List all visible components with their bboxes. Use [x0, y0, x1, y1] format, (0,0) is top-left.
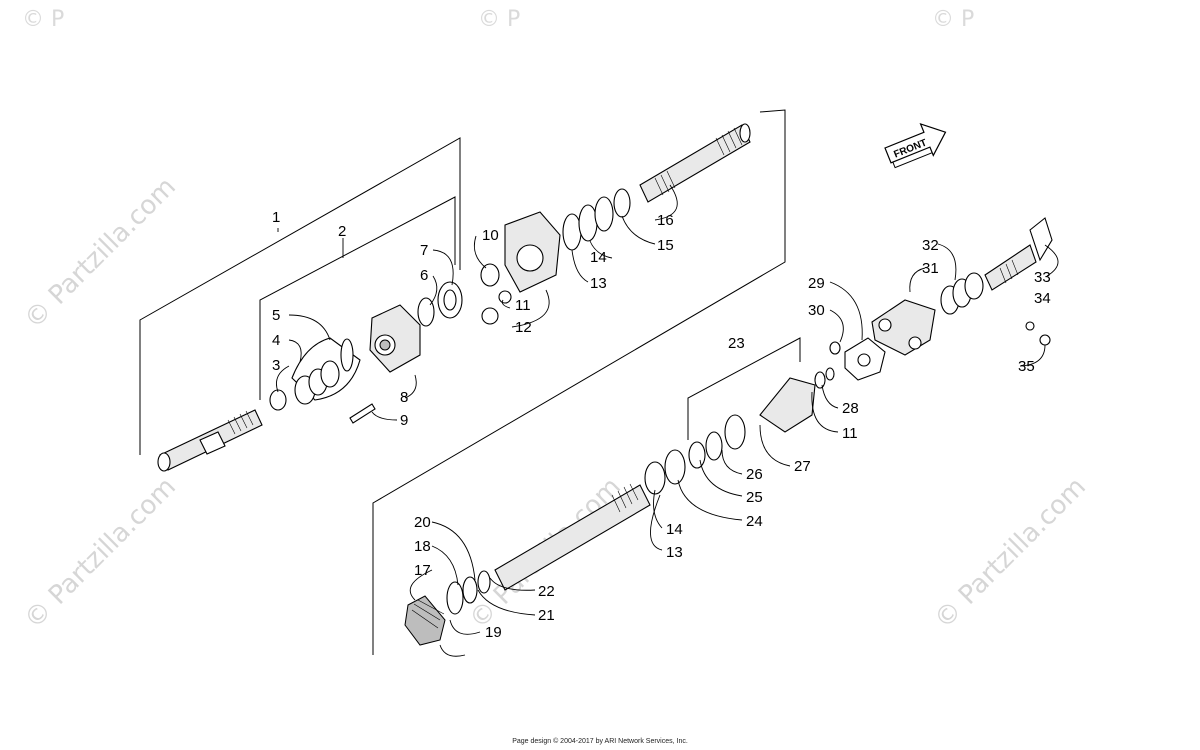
page-footer: Page design © 2004-2017 by ARI Network S… — [512, 738, 688, 745]
callout-2: 2 — [338, 223, 346, 240]
callout-11-lower: 11 — [842, 425, 858, 442]
callout-11-upper: 11 — [515, 297, 531, 314]
callout-4: 4 — [272, 332, 280, 349]
callout-34: 34 — [1034, 290, 1051, 307]
watermark-top-center: © P — [478, 7, 520, 32]
callout-10: 10 — [482, 227, 499, 244]
callout-18: 18 — [414, 538, 431, 555]
lower-shaft-assembly — [404, 217, 1053, 657]
callout-25: 25 — [746, 489, 763, 506]
callout-29: 29 — [808, 275, 825, 292]
callout-6: 6 — [420, 267, 428, 284]
group-frames — [139, 109, 801, 655]
callout-8: 8 — [400, 389, 408, 406]
callout-14-lower: 14 — [666, 521, 683, 538]
callout-20: 20 — [414, 514, 431, 531]
callout-15: 15 — [657, 237, 674, 254]
callout-35: 35 — [1018, 358, 1035, 375]
callout-26: 26 — [746, 466, 763, 483]
callout-24: 24 — [746, 513, 763, 530]
leader-lines — [275, 184, 1059, 635]
callout-28: 28 — [842, 400, 859, 417]
watermark-low-right: © Partzilla.com — [929, 472, 1092, 635]
callout-5: 5 — [272, 307, 280, 324]
callout-12: 12 — [515, 319, 532, 336]
callout-23: 23 — [728, 335, 745, 352]
callout-30: 30 — [808, 302, 825, 319]
upper-shaft-assembly — [157, 123, 751, 472]
callout-13-lower: 13 — [666, 544, 683, 561]
callout-14-upper: 14 — [590, 249, 607, 266]
callout-19: 19 — [485, 624, 502, 641]
callout-32: 32 — [922, 237, 939, 254]
callout-22: 22 — [538, 583, 555, 600]
front-arrow-icon: FRONT — [884, 122, 947, 169]
callout-13-upper: 13 — [590, 275, 607, 292]
callout-1: 1 — [272, 209, 280, 226]
callout-labels: 1 2 3 4 5 6 7 8 9 10 11 12 13 14 15 16 1… — [272, 209, 1051, 641]
callout-3: 3 — [272, 357, 280, 374]
callout-33: 33 — [1034, 269, 1051, 286]
callout-16: 16 — [657, 212, 674, 229]
callout-7: 7 — [420, 242, 428, 259]
callout-17: 17 — [414, 562, 431, 579]
callout-21: 21 — [538, 607, 555, 624]
watermark-low-left: © Partzilla.com — [19, 472, 182, 635]
watermark-top-left: © P — [22, 7, 64, 32]
callout-9: 9 — [400, 412, 408, 429]
callout-31: 31 — [922, 260, 939, 277]
callout-27: 27 — [794, 458, 811, 475]
watermark-top-right: © P — [932, 7, 974, 32]
